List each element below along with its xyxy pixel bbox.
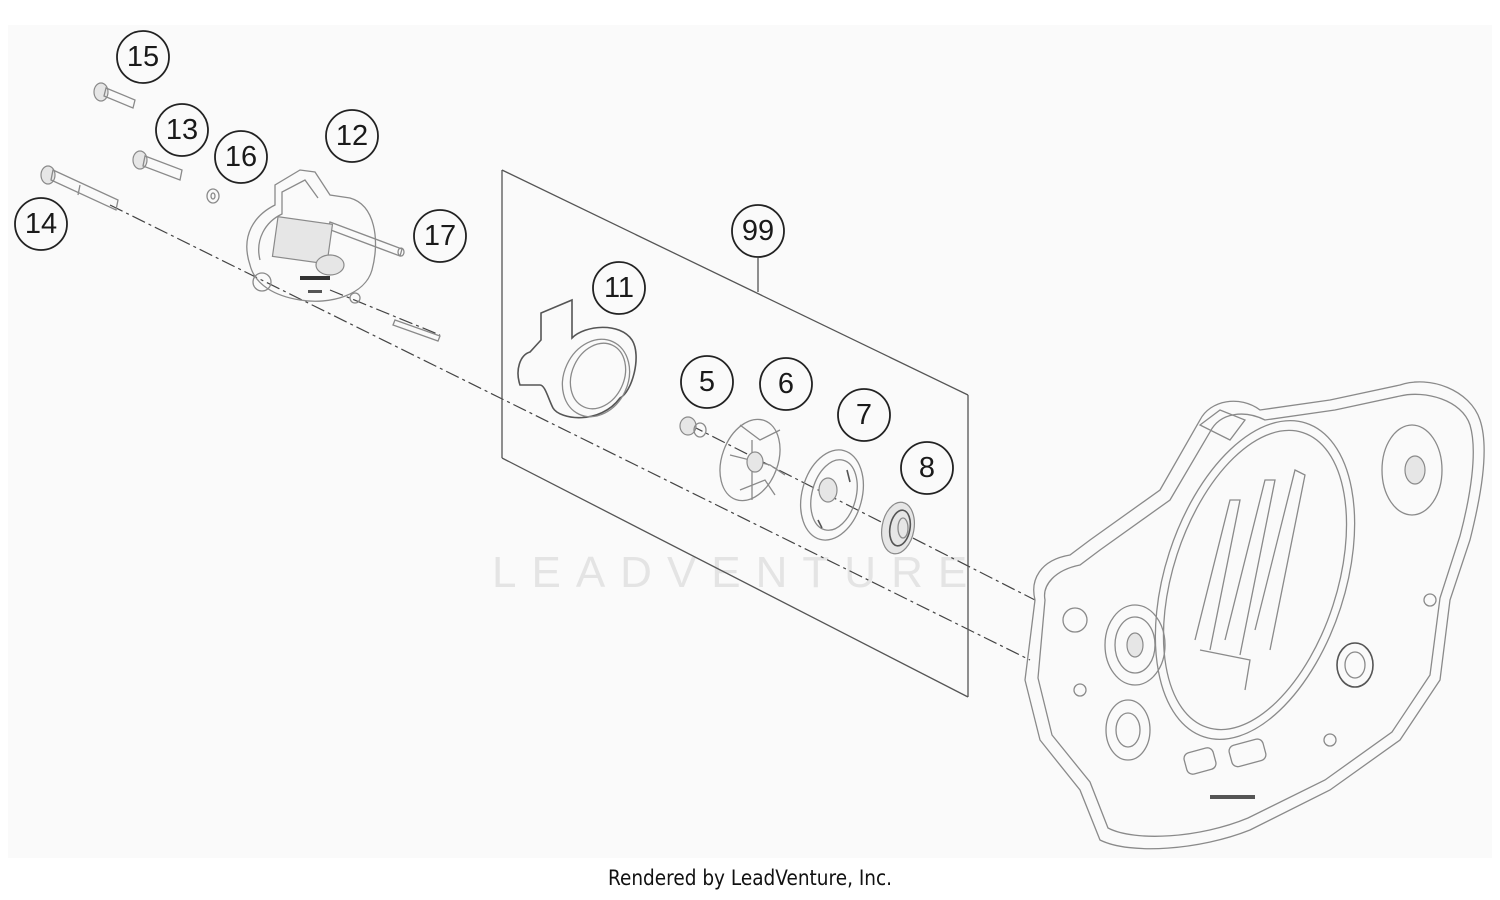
svg-text:7: 7 <box>856 399 872 431</box>
nut-5[interactable] <box>679 416 707 438</box>
bolt-13[interactable] <box>132 150 183 181</box>
svg-text:16: 16 <box>225 141 257 173</box>
bolt-14[interactable] <box>40 165 119 211</box>
callout-7[interactable]: 7 <box>837 388 891 442</box>
svg-text:14: 14 <box>25 208 57 240</box>
assembly-axis-lines <box>109 204 1036 661</box>
water-pump-cover-12[interactable] <box>246 169 377 304</box>
svg-text:8: 8 <box>919 452 935 484</box>
kit-99-frame <box>501 169 969 698</box>
callout-16[interactable]: 16 <box>214 130 268 184</box>
washer-16[interactable] <box>206 188 220 204</box>
watermark: LEADVENTURE <box>492 548 983 597</box>
callout-14[interactable]: 14 <box>14 197 68 251</box>
svg-text:17: 17 <box>424 220 456 252</box>
svg-text:99: 99 <box>742 215 774 247</box>
svg-text:13: 13 <box>166 114 198 146</box>
gasket-11[interactable] <box>517 298 642 428</box>
seal-ring-8[interactable] <box>878 500 919 557</box>
callout-12[interactable]: 12 <box>325 109 379 163</box>
callout-99[interactable]: 99 <box>731 204 785 258</box>
clutch-cover-housing[interactable] <box>1024 381 1485 850</box>
callout-17[interactable]: 17 <box>413 209 467 263</box>
svg-text:6: 6 <box>778 368 794 400</box>
svg-text:12: 12 <box>336 120 368 152</box>
svg-text:15: 15 <box>127 41 159 73</box>
shaft-seal-7[interactable] <box>791 443 873 547</box>
callout-8[interactable]: 8 <box>900 441 954 495</box>
impeller-6[interactable] <box>709 411 790 509</box>
svg-text:11: 11 <box>604 272 634 304</box>
callout-5[interactable]: 5 <box>680 355 734 409</box>
callout-15[interactable]: 15 <box>116 30 170 84</box>
bolt-15[interactable] <box>93 82 136 109</box>
callout-6[interactable]: 6 <box>759 357 813 411</box>
callout-13[interactable]: 13 <box>155 103 209 157</box>
callout-11[interactable]: 11 <box>592 261 646 315</box>
diagram-panel <box>8 25 1492 858</box>
render-credit-caption: Rendered by LeadVenture, Inc. <box>607 866 893 890</box>
svg-text:5: 5 <box>699 366 715 398</box>
